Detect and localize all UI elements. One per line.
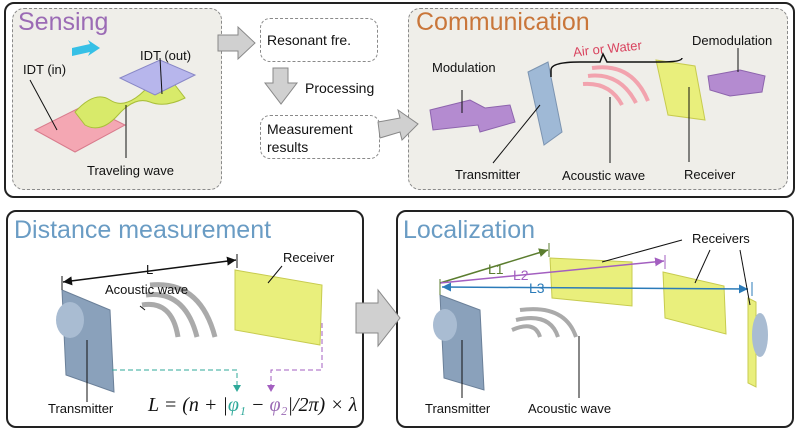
- L2-arrow: [439, 257, 665, 284]
- receiver-plate-icon: [655, 59, 706, 121]
- distance-formula: L = (n + |φ₁ − φ₂|/2π) × λ: [148, 394, 357, 417]
- receiver-label: Receiver: [684, 167, 736, 182]
- localization-title: Localization: [403, 216, 536, 244]
- formula-rhs: |/2π) × λ: [287, 394, 358, 416]
- receiver-plate-icon-4: [662, 271, 727, 335]
- communication-title: Communication: [416, 8, 590, 36]
- transmitter-label: Transmitter: [455, 167, 521, 182]
- acoustic-wave-label: Acoustic wave: [562, 168, 646, 183]
- receiver-plate-icon-5: [747, 297, 768, 388]
- communication-box: [408, 8, 788, 190]
- idt-in-label: IDT (in): [23, 62, 67, 77]
- processing-label: Processing: [305, 80, 375, 96]
- resonant-box: Resonant fre.: [260, 18, 378, 62]
- modulation-label: Modulation: [432, 60, 496, 75]
- L-label: L: [146, 262, 154, 277]
- L3-label: L3: [529, 280, 545, 296]
- transmitter-label-2: Transmitter: [48, 401, 114, 416]
- arrow-right-icon: [217, 25, 256, 61]
- arrow-down-icon: [263, 67, 299, 105]
- acoustic-wave-icon-3: [511, 307, 578, 338]
- transmitter-plate-icon-3: [433, 294, 485, 391]
- arrow-right-icon-3: [355, 288, 401, 348]
- formula-lhs: L = (n + |: [148, 394, 228, 416]
- idt-in-leader: [29, 79, 58, 131]
- distance-L-arrow: [62, 256, 237, 286]
- formula-phi1: φ₁: [227, 394, 246, 416]
- transmitter-label-3: Transmitter: [425, 401, 491, 416]
- traveling-wave-label: Traveling wave: [87, 163, 174, 178]
- formula-phi2: φ₂: [269, 394, 288, 416]
- L3-arrow: [441, 282, 749, 294]
- idt-out-label: IDT (out): [140, 48, 192, 63]
- acoustic-wave-label-3: Acoustic wave: [528, 401, 612, 416]
- sensing-title: Sensing: [18, 8, 109, 36]
- phi2-connector: [270, 323, 323, 388]
- receiver-label-2: Receiver: [283, 250, 335, 265]
- distance-title: Distance measurement: [14, 216, 272, 244]
- sensing-box: [12, 8, 222, 190]
- L1-label: L1: [488, 261, 504, 277]
- formula-minus: −: [245, 394, 270, 416]
- medium-brace: [550, 52, 683, 77]
- demodulation-label: Demodulation: [692, 33, 773, 48]
- modulation-icon: [429, 99, 516, 133]
- idt-out-leader: [159, 57, 163, 95]
- arrow-right-icon-2: [377, 108, 419, 141]
- acoustic-wave-icon: [582, 65, 650, 106]
- L1-arrow: [439, 248, 549, 284]
- phi1-connector: [112, 369, 238, 388]
- transmitter-plate-icon-2: [56, 289, 115, 393]
- L2-label: L2: [513, 267, 529, 283]
- receiver-plate-icon-2: [234, 269, 323, 346]
- receivers-label: Receivers: [692, 231, 750, 246]
- demodulation-icon: [707, 69, 766, 97]
- transmitter-plate-icon: [527, 61, 563, 146]
- saw-device-icon: [33, 40, 197, 153]
- acoustic-wave-label-2: Acoustic wave: [105, 282, 189, 297]
